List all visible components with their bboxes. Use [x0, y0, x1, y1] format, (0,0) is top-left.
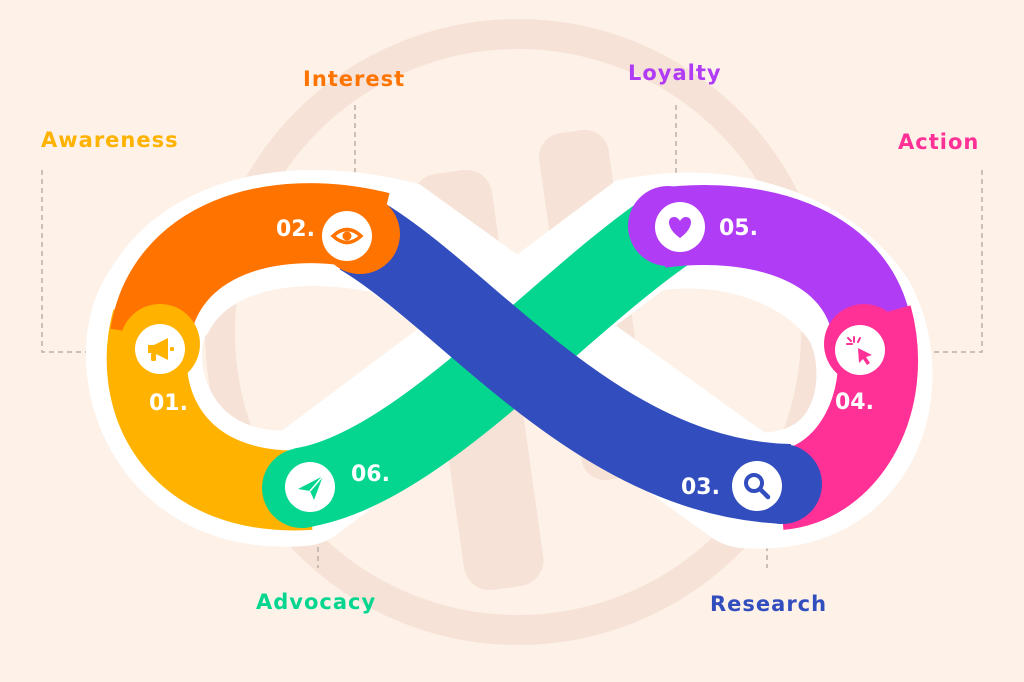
badge-loyalty	[655, 202, 705, 252]
stage-label-action: Action	[898, 130, 980, 154]
leader-line-awareness	[41, 170, 115, 353]
badge-advocacy	[285, 462, 335, 512]
stage-label-research: Research	[710, 592, 828, 616]
stage-number-loyalty: 05.	[719, 216, 758, 241]
stage-number-research: 03.	[681, 475, 720, 500]
leader-line-action	[895, 170, 983, 353]
stage-label-awareness: Awareness	[41, 128, 179, 152]
stage-label-loyalty: Loyalty	[628, 61, 722, 85]
eye-icon	[330, 227, 364, 245]
badge-interest	[322, 211, 372, 261]
stage-number-awareness: 01.	[149, 391, 188, 416]
stage-label-interest: Interest	[303, 67, 406, 91]
megaphone-icon	[148, 338, 174, 361]
stage-number-interest: 02.	[276, 217, 315, 242]
stage-label-advocacy: Advocacy	[256, 590, 377, 614]
paper-plane-icon	[298, 475, 324, 500]
cursor-click-icon	[846, 336, 872, 365]
stage-number-advocacy: 06.	[351, 462, 390, 487]
heart-icon	[669, 217, 691, 238]
badge-action	[835, 325, 885, 375]
icon-badges	[135, 202, 885, 512]
search-icon	[744, 473, 771, 500]
stage-number-action: 04.	[835, 390, 874, 415]
badge-research	[732, 461, 782, 511]
badge-awareness	[135, 324, 185, 374]
segment-research	[339, 200, 792, 524]
